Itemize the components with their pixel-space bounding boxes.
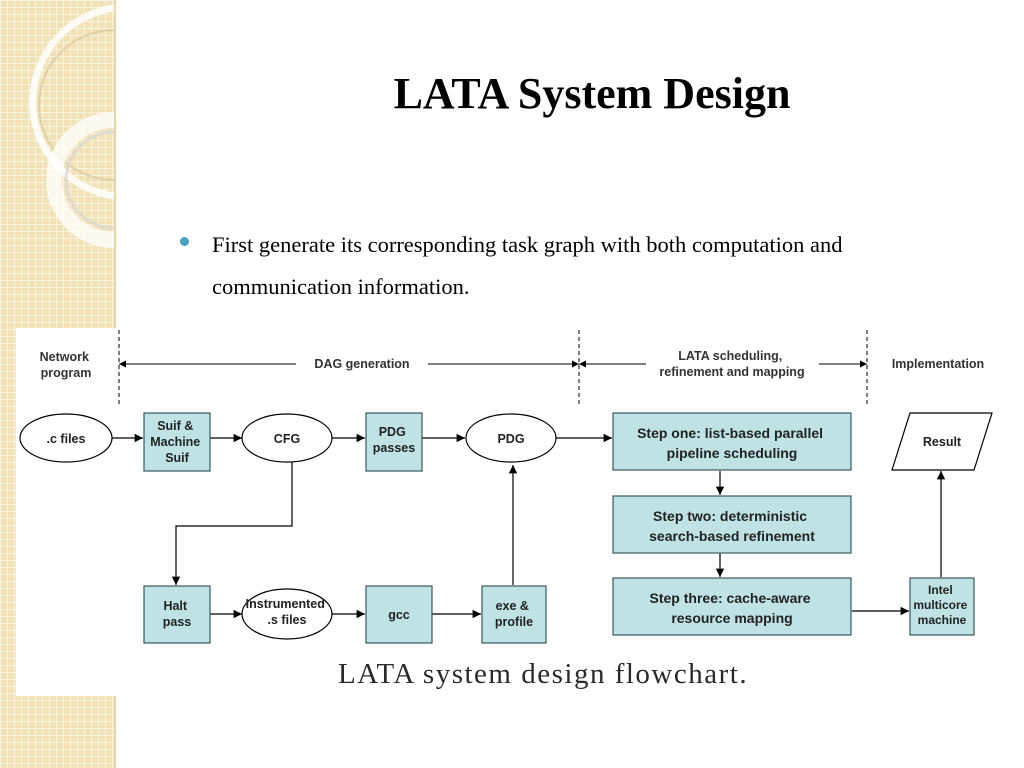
label-result: Result [923,435,962,449]
decorative-rings [29,4,115,248]
label-c-files: .c files [47,432,86,446]
phase-dag-generation: DAG generation [314,357,409,371]
bullet-text: First generate its corresponding task gr… [212,232,843,299]
node-step-three [612,577,852,636]
flow-connectors [111,433,946,619]
node-c-files [19,413,113,463]
edge-cfg-halt [171,462,293,585]
node-suif [143,412,211,472]
node-gcc [365,585,433,644]
label-instrumented: Instrumented .s files [246,597,329,627]
label-step-two: Step two: deterministic search-based ref… [649,508,815,544]
label-exe-profile: exe & profile [495,599,533,629]
node-step-one [612,412,852,471]
node-halt-pass [143,585,211,644]
flowchart-figure: Network program DAG generation LATA sche… [16,328,1024,696]
label-step-one: Step one: list-based parallel pipeline s… [637,425,827,461]
phase-separators [118,330,868,406]
label-step-three: Step three: cache-aware resource mapping [650,590,815,626]
label-pdg: PDG [497,432,524,446]
node-result-shape [891,412,993,471]
slide-title: LATA System Design [393,69,791,118]
phase-lata-scheduling: LATA scheduling, refinement and mapping [659,349,804,379]
node-exe-profile [481,585,547,644]
bullet-marker [180,237,189,246]
label-cfg: CFG [274,432,300,446]
figure-caption: LATA system design flowchart. [338,658,749,690]
label-suif: Suif & Machine Suif [150,419,204,465]
label-halt-pass: Halt pass [163,599,192,629]
node-cfg [241,413,333,463]
phase-implementation: Implementation [892,357,984,371]
label-intel-machine: Intel multicore machine [913,583,970,627]
node-step-two [612,495,852,554]
phase-network-program: Network program [40,350,93,380]
label-gcc: gcc [388,608,410,622]
node-intel-machine [909,577,975,636]
node-pdg-passes [365,412,423,472]
flowchart-svg: Network program DAG generation LATA sche… [19,330,993,644]
node-pdg [465,413,557,463]
label-pdg-passes: PDG passes [373,425,415,455]
node-instrumented [241,588,333,640]
